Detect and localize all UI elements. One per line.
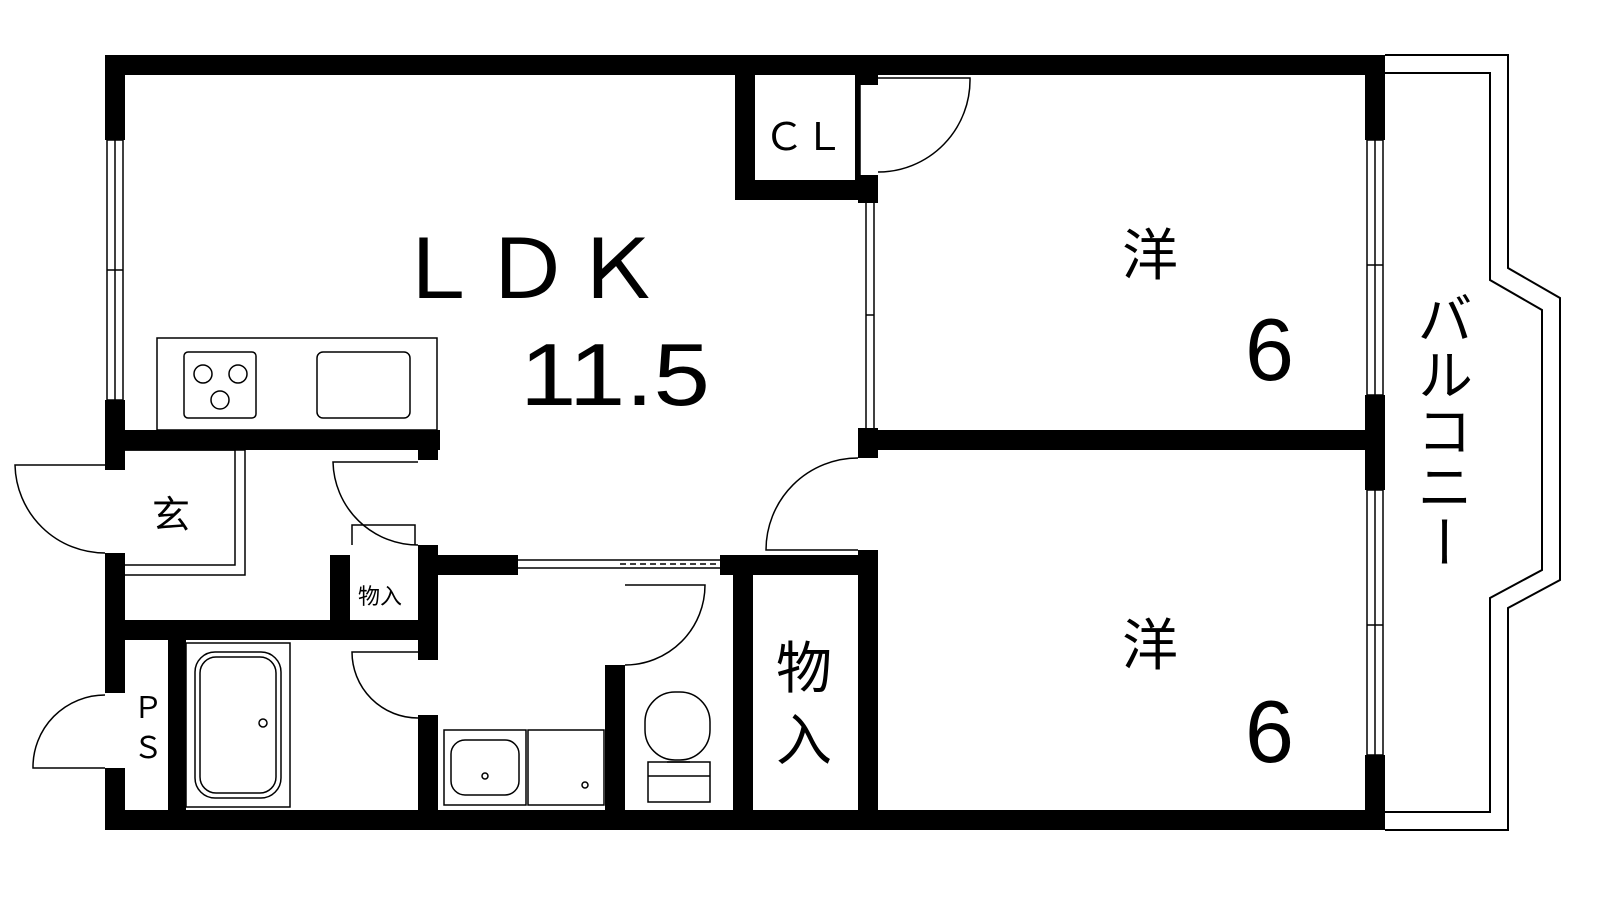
western-room-bottom-label: 洋	[1122, 614, 1178, 679]
door-swing-icon	[14, 77, 971, 769]
interior-walls	[105, 75, 1365, 810]
storage-large-label-line1: 物	[776, 637, 832, 702]
washbasin-icon	[443, 729, 527, 806]
exterior-walls	[105, 55, 1385, 830]
washing-machine-pan-icon	[527, 729, 605, 806]
closet-cl-label: ＣＬ	[764, 115, 844, 159]
entrance-label: 玄	[152, 493, 190, 537]
ldk-size: 11.5	[520, 325, 710, 424]
pipe-space-label-line2: Ｓ	[133, 731, 163, 766]
kitchen-counter	[156, 337, 438, 431]
western-room-top-label: 洋	[1122, 224, 1178, 289]
windows	[106, 139, 1384, 756]
balcony-outline	[1385, 54, 1561, 831]
sink-icon	[316, 351, 411, 419]
toilet-icon	[644, 691, 711, 803]
western-room-bottom-size: 6	[1245, 682, 1294, 781]
stove-icon	[183, 351, 257, 419]
balcony-label: バルコニー	[1408, 290, 1473, 570]
western-room-top-size: 6	[1245, 300, 1294, 399]
storage-small-label: 物入	[358, 585, 402, 610]
ldk-label: ＬＤＫ	[392, 223, 662, 318]
thin-partitions	[125, 85, 875, 808]
pipe-space-label-line1: Ｐ	[133, 691, 163, 726]
bathtub-icon	[185, 642, 291, 808]
storage-large-label-line2: 入	[776, 709, 832, 774]
